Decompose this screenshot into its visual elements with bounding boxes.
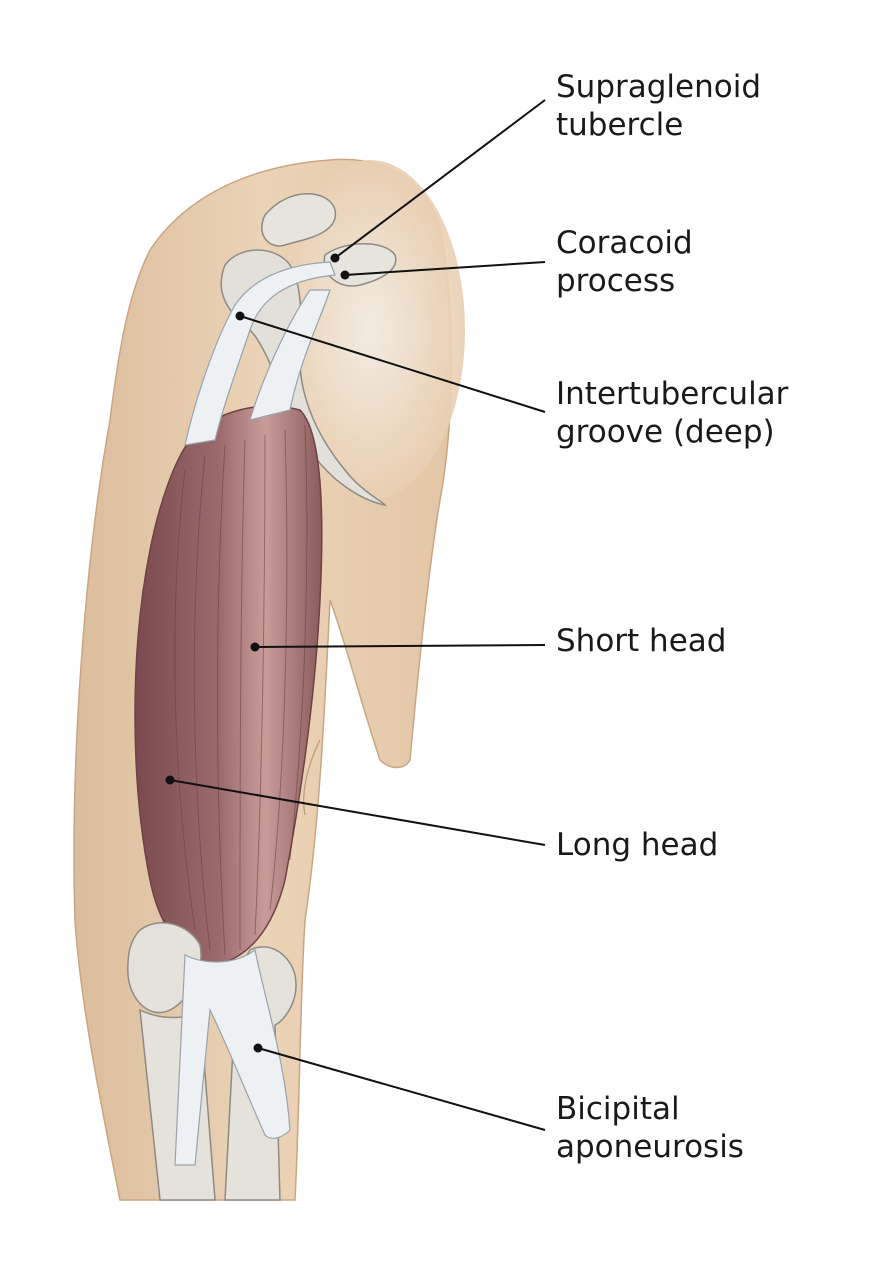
artist-signature — [303, 739, 321, 816]
label-long-head: Long head — [556, 826, 718, 864]
leader-lines — [169, 99, 546, 1131]
leader-dot-coracoid — [340, 270, 350, 280]
leader-line-intertubercular — [239, 315, 546, 413]
label-intertubercular-groove: Intertubercular groove (deep) — [556, 375, 788, 451]
label-coracoid-process: Coracoid process — [556, 224, 693, 300]
leader-line-short-head — [254, 644, 546, 648]
label-line: Coracoid — [556, 225, 693, 261]
label-line: tubercle — [556, 107, 684, 143]
label-line: Long head — [556, 827, 719, 863]
leader-dot-bicipital — [253, 1043, 263, 1053]
leader-line-bicipital — [257, 1047, 546, 1131]
bicipital-aponeurosis-tendon — [174, 948, 291, 1166]
leader-dot-intertubercular — [235, 311, 245, 321]
label-supraglenoid-tubercle: Supraglenoid tubercle — [556, 68, 761, 144]
label-short-head: Short head — [556, 622, 726, 660]
leader-dots — [165, 253, 350, 1053]
leader-line-long-head — [169, 779, 546, 846]
label-line: Intertubercular — [556, 376, 789, 412]
label-line: process — [556, 263, 676, 299]
label-line: Short head — [556, 623, 727, 659]
scapula-bone — [261, 193, 336, 247]
long-head-tendon — [184, 261, 336, 446]
leader-line-supraglenoid — [334, 99, 546, 259]
label-line: Bicipital — [556, 1091, 680, 1127]
leader-line-coracoid — [344, 261, 546, 276]
label-line: groove (deep) — [556, 414, 775, 450]
shoulder-bone-region — [275, 160, 465, 500]
leader-dot-short-head — [250, 642, 260, 652]
label-line: Supraglenoid — [556, 69, 762, 105]
elbow-bones — [127, 922, 202, 1014]
short-head-tendon — [249, 289, 331, 421]
biceps-muscle-belly — [134, 405, 323, 966]
label-bicipital-aponeurosis: Bicipital aponeurosis — [556, 1090, 744, 1166]
leader-dot-supraglenoid — [330, 253, 340, 263]
label-line: aponeurosis — [556, 1129, 744, 1165]
leader-dot-long-head — [165, 775, 175, 785]
